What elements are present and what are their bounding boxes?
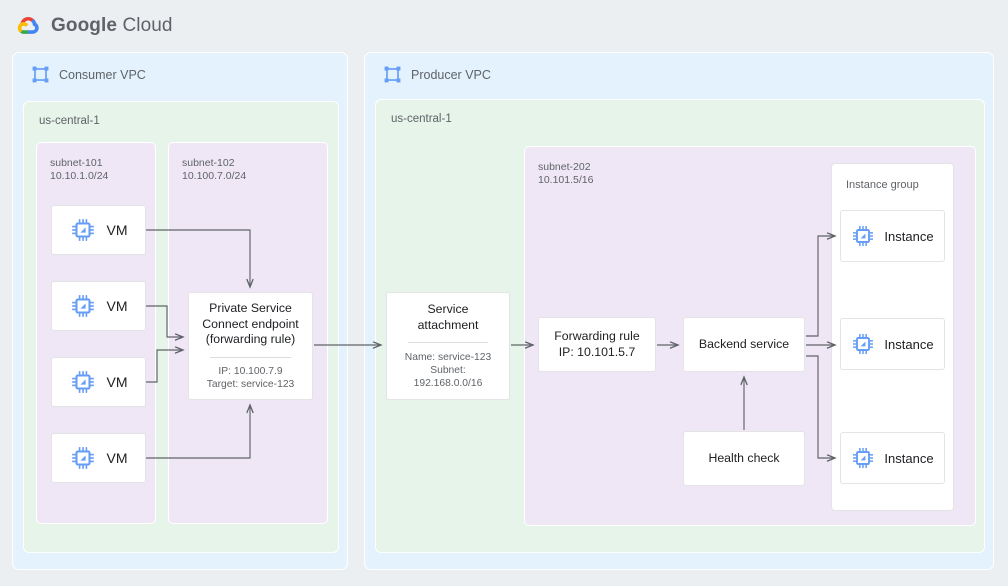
vm-chip-icon [71, 295, 94, 317]
vm-chip-icon [853, 334, 874, 354]
instance-label-3: Instance [884, 450, 934, 466]
service-attachment-details: Name: service-123 Subnet: 192.168.0.0/16 [404, 352, 492, 389]
vpc-icon [384, 66, 401, 83]
instance-label-1: Instance [884, 228, 934, 244]
service-attachment-divider [408, 342, 488, 343]
vm-node-1[interactable]: VM [51, 205, 146, 255]
vm-label-2: VM [106, 298, 128, 314]
google-cloud-brand: Google Cloud [14, 12, 173, 40]
producer-vpc-header: Producer VPC [383, 65, 491, 84]
consumer-vpc-label: Consumer VPC [59, 67, 146, 82]
vpc-icon [32, 66, 49, 83]
backend-service-node[interactable]: Backend service [683, 317, 805, 372]
subnet-202-cidr: 10.101.5/16 [538, 174, 594, 186]
subnet-102-cidr: 10.100.7.0/24 [182, 170, 247, 182]
producer-region-label: us-central-1 [391, 113, 452, 125]
brand-text: Google Cloud [51, 15, 173, 37]
vm-label-1: VM [106, 222, 128, 238]
subnet-101-name: subnet-101 [50, 157, 103, 169]
service-attachment-card[interactable]: Service attachment Name: service-123 Sub… [386, 292, 510, 400]
psc-endpoint-divider [210, 356, 291, 357]
vm-chip-icon [71, 447, 94, 469]
health-check-label: Health check [708, 450, 780, 465]
backend-service-label: Backend service [698, 336, 790, 351]
subnet-102-name: subnet-102 [182, 157, 235, 169]
instance-label-2: Instance [884, 336, 934, 352]
vm-label-3: VM [106, 374, 128, 390]
vm-label-4: VM [106, 450, 128, 466]
vm-chip-icon [71, 219, 94, 241]
instance-group-title: Instance group [846, 179, 919, 191]
vm-chip-icon [71, 371, 94, 393]
vm-node-4[interactable]: VM [51, 433, 146, 483]
brand-name-google: Google [51, 15, 118, 36]
service-attachment-title: Service attachment [417, 302, 479, 332]
vm-node-3[interactable]: VM [51, 357, 146, 407]
subnet-101-cidr: 10.10.1.0/24 [50, 170, 109, 182]
health-check-node[interactable]: Health check [683, 431, 805, 486]
brand-name-cloud: Cloud [122, 15, 173, 36]
subnet-202-name: subnet-202 [538, 161, 591, 173]
vm-chip-icon [853, 448, 874, 468]
google-cloud-logo-icon [17, 17, 39, 34]
instance-node-2[interactable]: Instance [840, 318, 945, 370]
consumer-vpc-header: Consumer VPC [31, 65, 146, 84]
producer-vpc-label: Producer VPC [411, 67, 491, 82]
vm-node-2[interactable]: VM [51, 281, 146, 331]
psc-endpoint-title: Private Service Connect endpoint (forwar… [202, 301, 299, 346]
instance-node-1[interactable]: Instance [840, 210, 945, 262]
forwarding-rule-label: Forwarding rule IP: 10.101.5.7 [554, 329, 640, 359]
vm-chip-icon [853, 226, 874, 246]
psc-endpoint-details: IP: 10.100.7.9 Target: service-123 [206, 366, 295, 390]
forwarding-rule-node[interactable]: Forwarding rule IP: 10.101.5.7 [538, 317, 656, 372]
consumer-region-label: us-central-1 [39, 115, 100, 127]
psc-endpoint-card[interactable]: Private Service Connect endpoint (forwar… [188, 292, 313, 400]
instance-node-3[interactable]: Instance [840, 432, 945, 484]
